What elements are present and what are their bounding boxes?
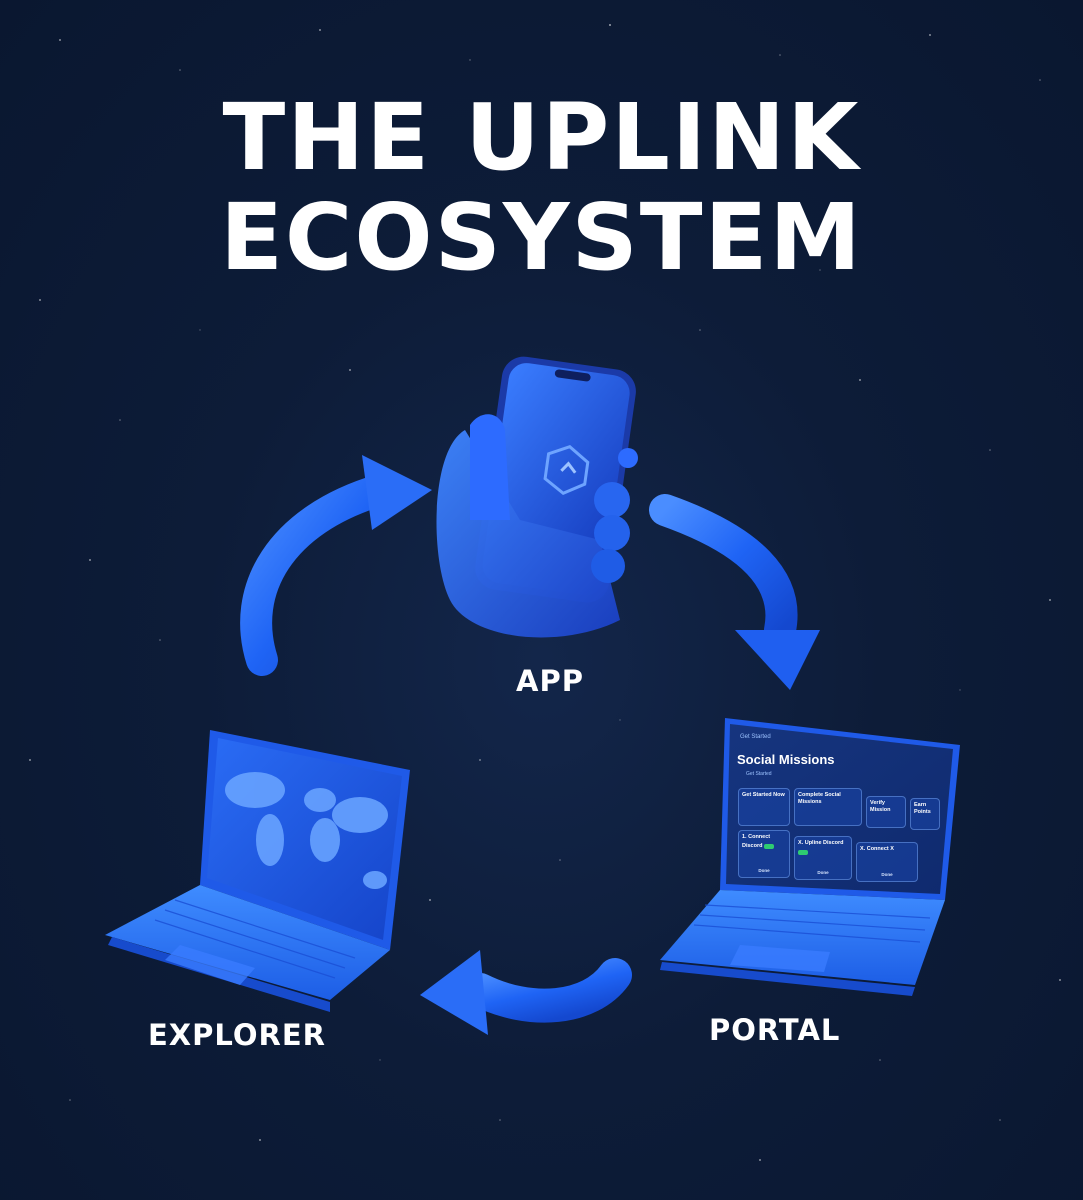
page-title: THE UPLINK ECOSYSTEM <box>0 88 1083 288</box>
arrow-explorer-to-app <box>240 455 432 676</box>
done-button: Done <box>817 870 829 875</box>
card-connect-discord: 1. Connect Discord Done <box>738 830 790 878</box>
card-complete-social-missions: Complete Social Missions <box>794 788 862 826</box>
title-line-1: THE UPLINK <box>222 84 861 191</box>
label-portal: PORTAL <box>709 1013 841 1047</box>
card-earn-points: Earn Points <box>910 798 940 830</box>
card-upline-discord: X. Upline Discord Done <box>794 836 852 880</box>
done-button: Done <box>881 872 893 877</box>
card-connect-x: X. Connect X Done <box>856 842 918 882</box>
portal-title: Social Missions <box>737 752 835 767</box>
portal-screen: Get Started Social Missions Get Started … <box>730 730 945 890</box>
smartphone-in-hand-icon <box>436 356 638 638</box>
title-line-2: ECOSYSTEM <box>220 184 863 291</box>
arrow-portal-to-explorer <box>420 950 632 1035</box>
label-explorer: EXPLORER <box>148 1018 326 1052</box>
label-app: APP <box>516 664 584 698</box>
card-get-started-now: Get Started Now <box>738 788 790 826</box>
laptop-world-map-icon <box>105 730 410 1012</box>
status-badge <box>798 850 808 855</box>
status-badge <box>764 844 774 849</box>
card-verify-mission: Verify Mission <box>866 796 906 828</box>
portal-top-label: Get Started <box>740 734 771 740</box>
arrow-app-to-portal <box>649 494 820 690</box>
portal-subtitle: Get Started <box>746 771 772 777</box>
done-button: Done <box>758 868 770 873</box>
